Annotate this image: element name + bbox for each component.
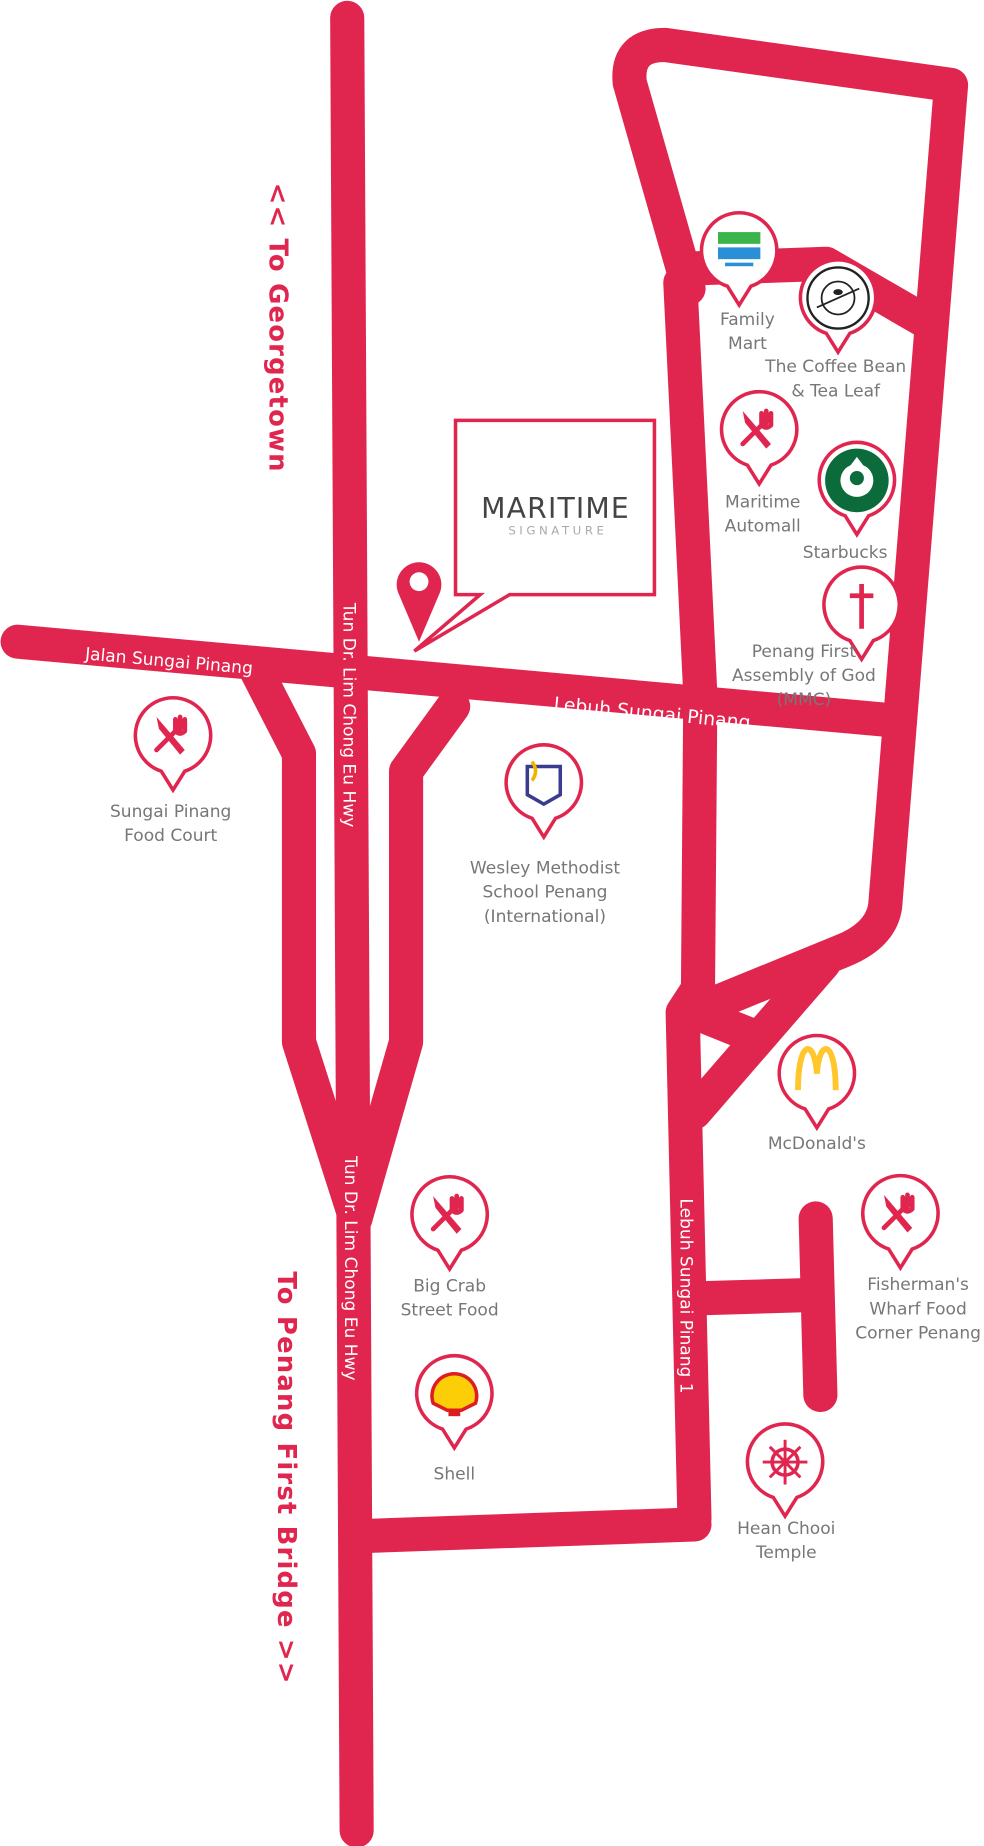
place-label: School Penang [482, 883, 607, 903]
place-pin[interactable]: Starbucks [803, 440, 897, 563]
place-label: Family [720, 310, 775, 330]
location-pin-icon [396, 562, 442, 642]
mcdonalds-logo-icon [795, 1046, 839, 1091]
place-pin[interactable]: Shell [414, 1353, 494, 1485]
maritime-logo-text: MARITIME [481, 492, 630, 525]
road-left-branch [239, 654, 373, 1236]
place-label: (International) [484, 907, 606, 927]
cross-icon [849, 584, 874, 629]
pin-marker [777, 1033, 857, 1132]
place-label: Assembly of God [732, 666, 876, 686]
place-label: Penang First [752, 642, 857, 662]
place-label: (MMC) [777, 690, 832, 710]
shell-logo-icon [430, 1371, 479, 1417]
pin-marker [504, 743, 584, 841]
place-label: Shell [434, 1465, 476, 1485]
place-label: Fisherman's [867, 1275, 969, 1295]
place-label: Big Crab [413, 1276, 486, 1296]
road-label-hwy-south: Tun Dr. Lim Chong Eu Hwy [340, 1155, 360, 1381]
place-label: The Coffee Bean [764, 357, 906, 377]
place-label: Wharf Food [869, 1299, 966, 1319]
road-label-hwy-north: Tun Dr. Lim Chong Eu Hwy [339, 602, 359, 828]
place-label: Starbucks [803, 543, 888, 563]
place-label: Food Court [124, 826, 217, 846]
road-jalan-lebuh-sungai-pinang [0, 624, 912, 738]
familymart-logo-icon [717, 232, 761, 267]
road-loop [612, 27, 969, 1024]
school-logo-icon [525, 760, 563, 807]
road-t-horizontal [677, 1277, 830, 1316]
road-hwy-main [330, 0, 374, 1846]
road-right-branch [338, 689, 471, 1236]
place-pin[interactable]: McDonald's [768, 1033, 866, 1154]
coffee-bean-logo-icon [806, 266, 870, 330]
place-label: Street Food [401, 1301, 499, 1321]
road-bottom [341, 1507, 712, 1554]
road-diagonal [677, 945, 841, 1130]
place-label: McDonald's [768, 1134, 866, 1154]
road-label-lebuh-sungai-pinang-1: Lebuh Sungai Pinang 1 [675, 1198, 695, 1393]
place-label: Maritime [725, 493, 800, 513]
place-label: Sungai Pinang [110, 802, 231, 822]
direction-penang-bridge: To Penang First Bridge >> [271, 1271, 301, 1684]
road-lebuh-sungai-pinang-1 [663, 265, 718, 1536]
ship-wheel-icon [762, 1439, 808, 1485]
place-label: Corner Penang [855, 1323, 981, 1343]
direction-georgetown: << To Georgetown [263, 183, 293, 473]
place-label: Hean Chooi [737, 1519, 835, 1539]
road-t-vertical [798, 1201, 838, 1413]
place-label: Wesley Methodist [470, 859, 621, 879]
place-label: & Tea Leaf [791, 381, 881, 401]
place-label: Temple [755, 1543, 817, 1563]
starbucks-logo-icon [825, 448, 889, 513]
maritime-signature-callout: MARITIME SIGNATURE [396, 418, 657, 653]
place-label: Automall [725, 517, 801, 537]
maritime-logo-subtext: SIGNATURE [508, 524, 607, 538]
place-pin[interactable]: The Coffee Bean & Tea Leaf [764, 258, 906, 401]
place-label: Mart [728, 334, 767, 354]
